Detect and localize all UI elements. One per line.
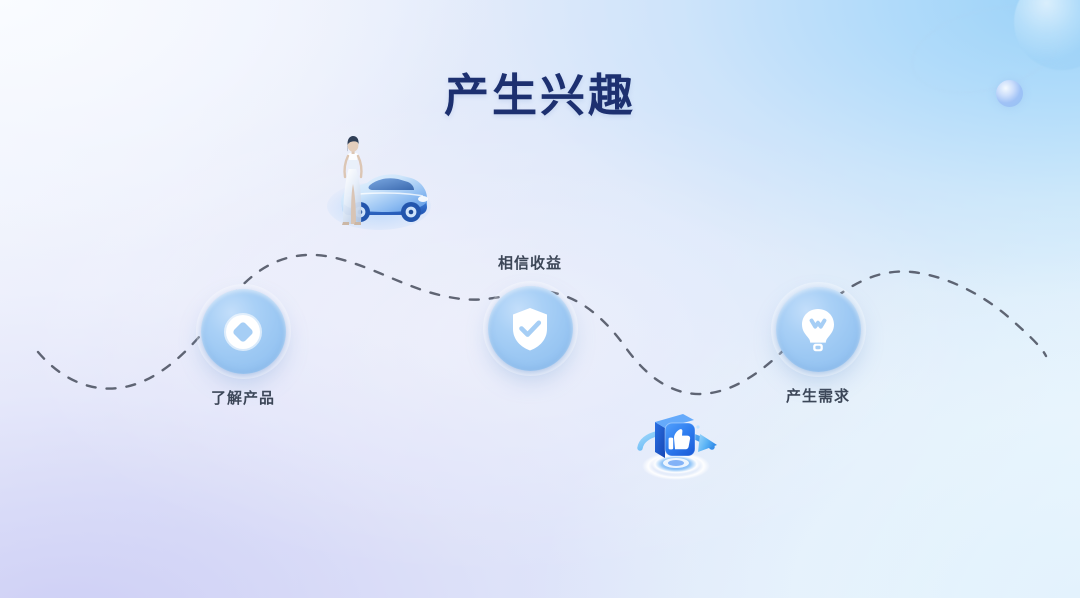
diamond-ring-icon	[224, 312, 262, 351]
journey-node-label: 产生需求	[785, 388, 850, 405]
shield-check-icon	[513, 307, 547, 350]
node-circle[interactable]	[195, 284, 291, 379]
node-circle[interactable]	[482, 281, 578, 376]
journey-node-understand-product[interactable]: 了解产品	[168, 284, 318, 408]
page-title: 产生兴趣	[443, 70, 636, 121]
thumbs-up-illustration	[637, 414, 717, 480]
lightbulb-icon	[802, 308, 834, 351]
woman-car-illustration	[327, 136, 431, 230]
journey-node-label: 了解产品	[210, 390, 275, 407]
journey-node-label: 相信收益	[497, 255, 562, 272]
journey-node-generate-demand[interactable]: 产生需求	[743, 282, 893, 406]
decorative-sphere-small	[996, 80, 1023, 107]
node-circle[interactable]	[770, 282, 866, 377]
journey-node-believe-returns[interactable]: 相信收益	[455, 252, 605, 376]
